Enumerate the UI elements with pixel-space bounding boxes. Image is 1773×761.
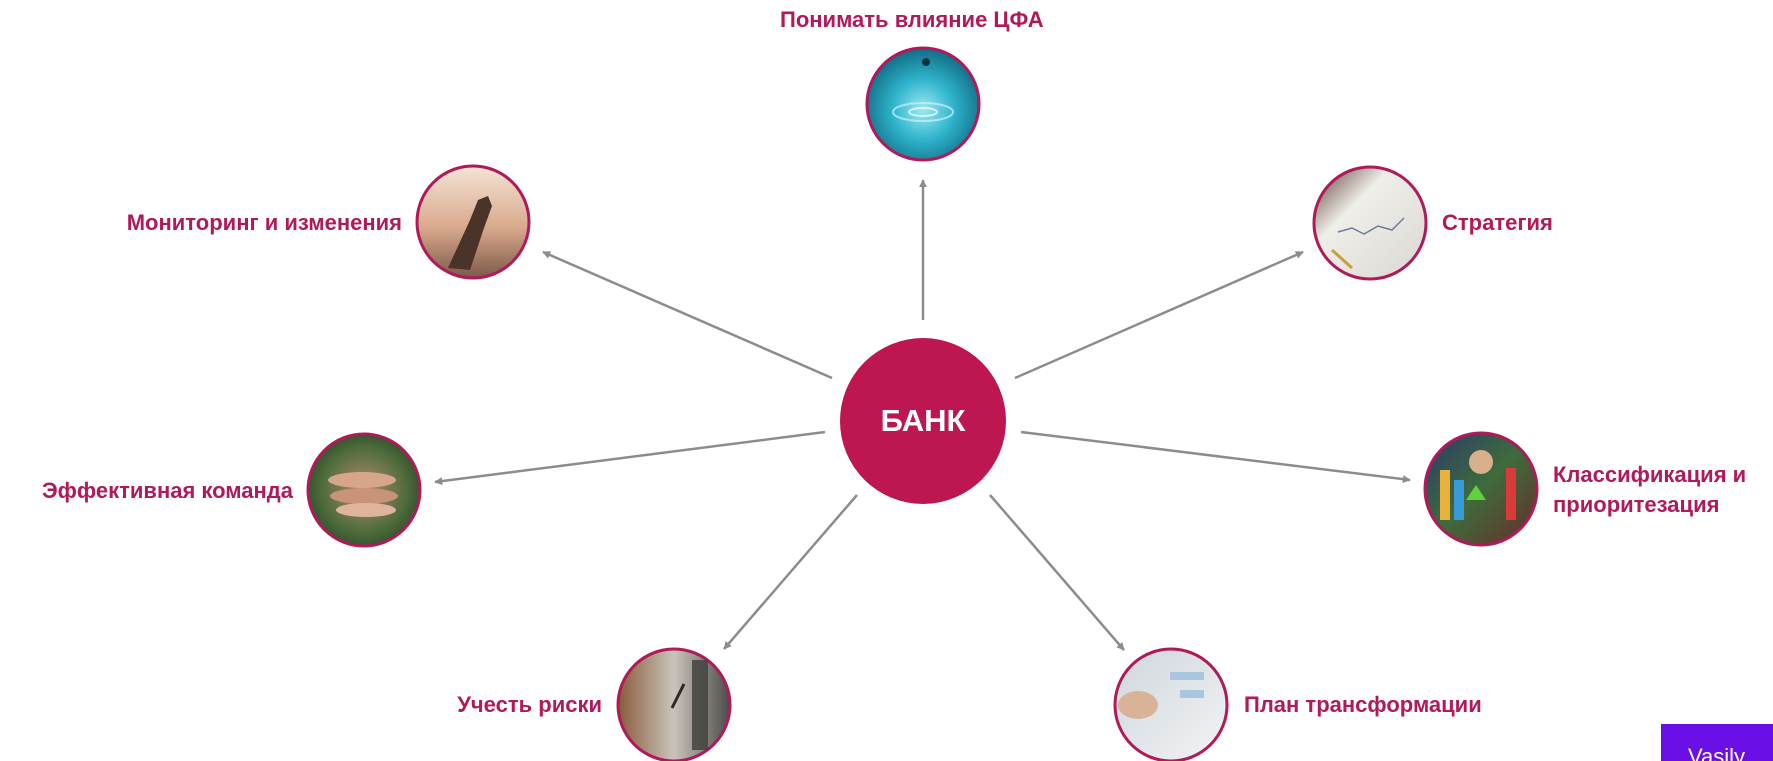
node-label-impact: Понимать влияние ЦФА: [780, 7, 1044, 32]
node-label-monitoring: Мониторинг и изменения: [126, 210, 402, 235]
stacked-hands-icon: [306, 432, 422, 548]
node-label-classification-line1: Классификация и: [1553, 462, 1747, 487]
arrow-to-risks: [723, 494, 858, 650]
arrow-to-classification: [1020, 430, 1411, 484]
whiteboard-planning-icon: [1113, 647, 1229, 761]
node-label-strategy: Стратегия: [1442, 210, 1553, 235]
connector-arrows: [434, 179, 1411, 651]
arrow-to-transformation: [989, 494, 1125, 651]
user-badge-text: Vasily: [1688, 744, 1746, 761]
person-colorful-arrows-icon: [1423, 431, 1539, 547]
center-node: [840, 338, 1006, 504]
reaching-hand-sunset-icon: [415, 164, 531, 280]
node-label-classification-line2: приоритезация: [1553, 492, 1720, 517]
node-label-risks: Учесть риски: [457, 692, 602, 717]
arrow-to-strategy: [1014, 250, 1304, 380]
cliff-climber-icon: [616, 647, 732, 761]
arrow-to-team: [434, 430, 826, 486]
user-badge[interactable]: Vasily: [1661, 724, 1773, 761]
arrow-to-monitoring: [542, 250, 833, 380]
water-drop-icon: [865, 46, 981, 162]
node-label-transformation: План трансформации: [1244, 692, 1482, 717]
strategy-chart-paper-icon: [1312, 165, 1428, 281]
center-label: БАНК: [880, 403, 966, 438]
node-label-team: Эффективная команда: [42, 478, 293, 503]
